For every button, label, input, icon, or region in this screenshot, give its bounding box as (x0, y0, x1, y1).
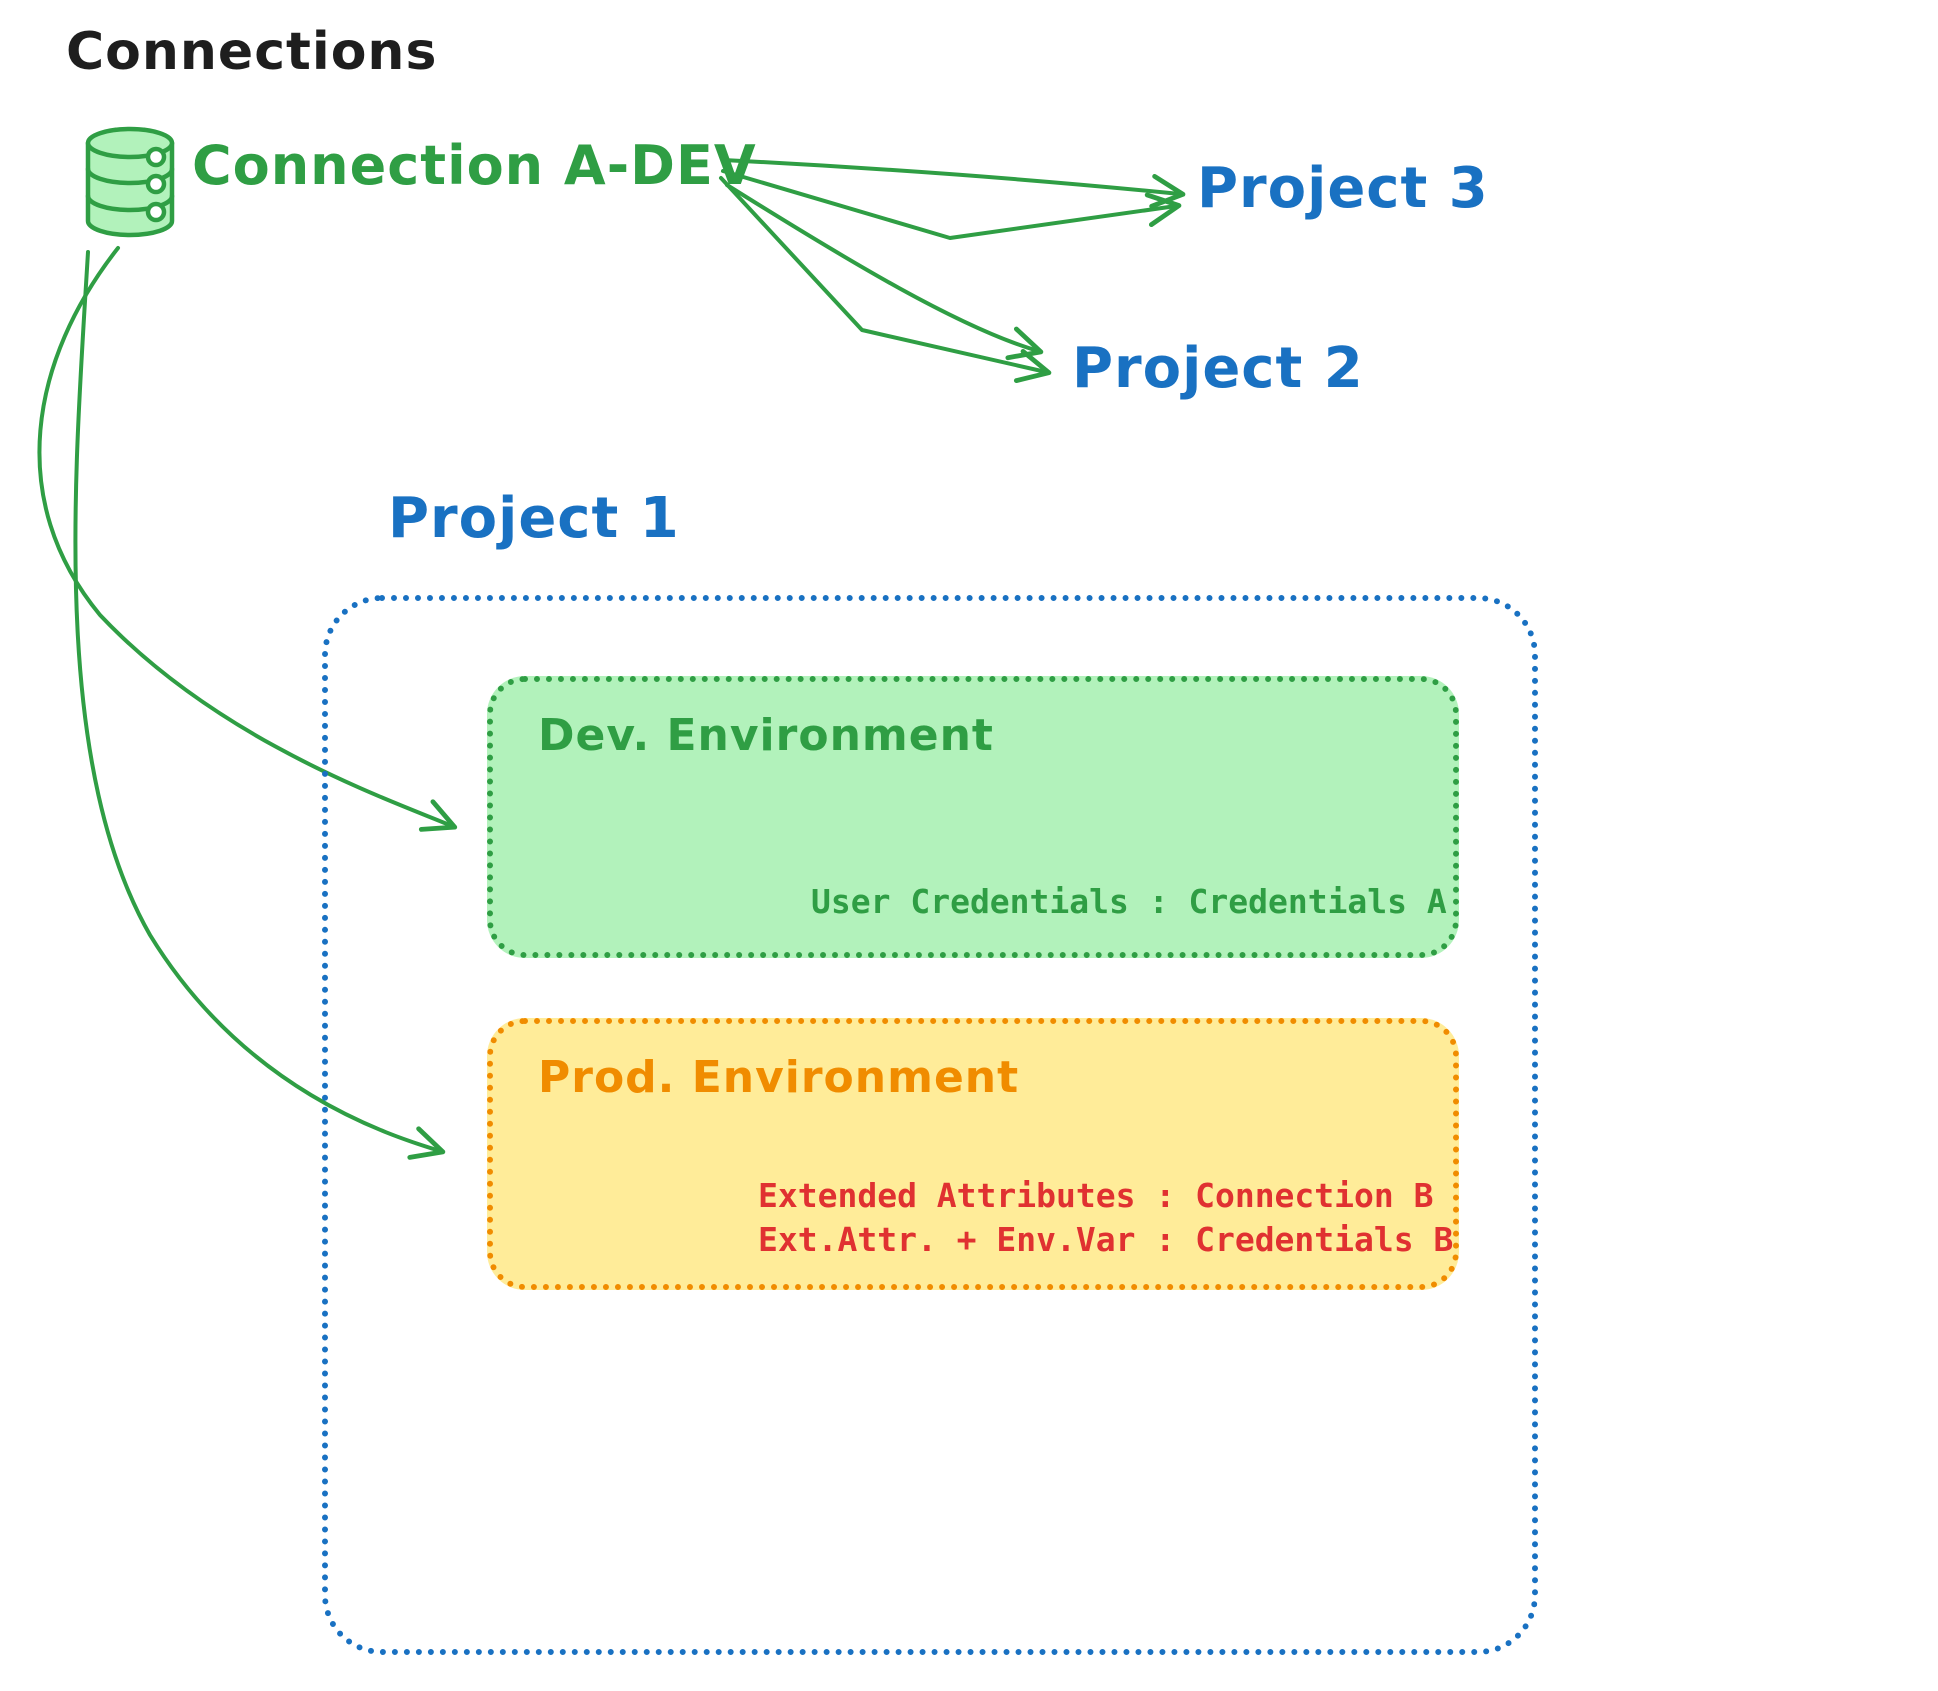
green-arrows (37, 158, 1186, 1160)
prod-environment-title: Prod. Environment (538, 1052, 1020, 1103)
arrow-database-to-dev-env (37, 246, 458, 832)
project1-label: Project 1 (388, 486, 680, 551)
connection-a-dev-label: Connection A-DEV (192, 134, 757, 197)
project3-label: Project 3 (1197, 156, 1489, 221)
prod-environment-box: Prod. Environment Extended Attributes : … (487, 1018, 1459, 1290)
arrow-connection-to-project3-b (721, 169, 1182, 240)
dev-credentials-text: User Credentials : Credentials A (811, 882, 1447, 921)
prod-attributes-text: Extended Attributes : Connection B Ext.A… (758, 1174, 1453, 1262)
dev-environment-title: Dev. Environment (538, 710, 994, 761)
arrow-connection-to-project2-b (725, 183, 1044, 361)
arrow-connection-to-project3-a (721, 158, 1186, 209)
prod-attributes-line1: Extended Attributes : Connection B (758, 1176, 1434, 1215)
arrow-connection-to-project2-a (719, 176, 1052, 384)
prod-attributes-line2: Ext.Attr. + Env.Var : Credentials B (758, 1220, 1454, 1259)
project2-label: Project 2 (1072, 336, 1364, 401)
database-icon (85, 126, 175, 238)
diagram-title: Connections (66, 22, 438, 82)
project1-container (322, 595, 1538, 1655)
arrow-database-to-prod-env (73, 250, 446, 1160)
dev-environment-box: Dev. Environment User Credentials : Cred… (487, 676, 1459, 958)
